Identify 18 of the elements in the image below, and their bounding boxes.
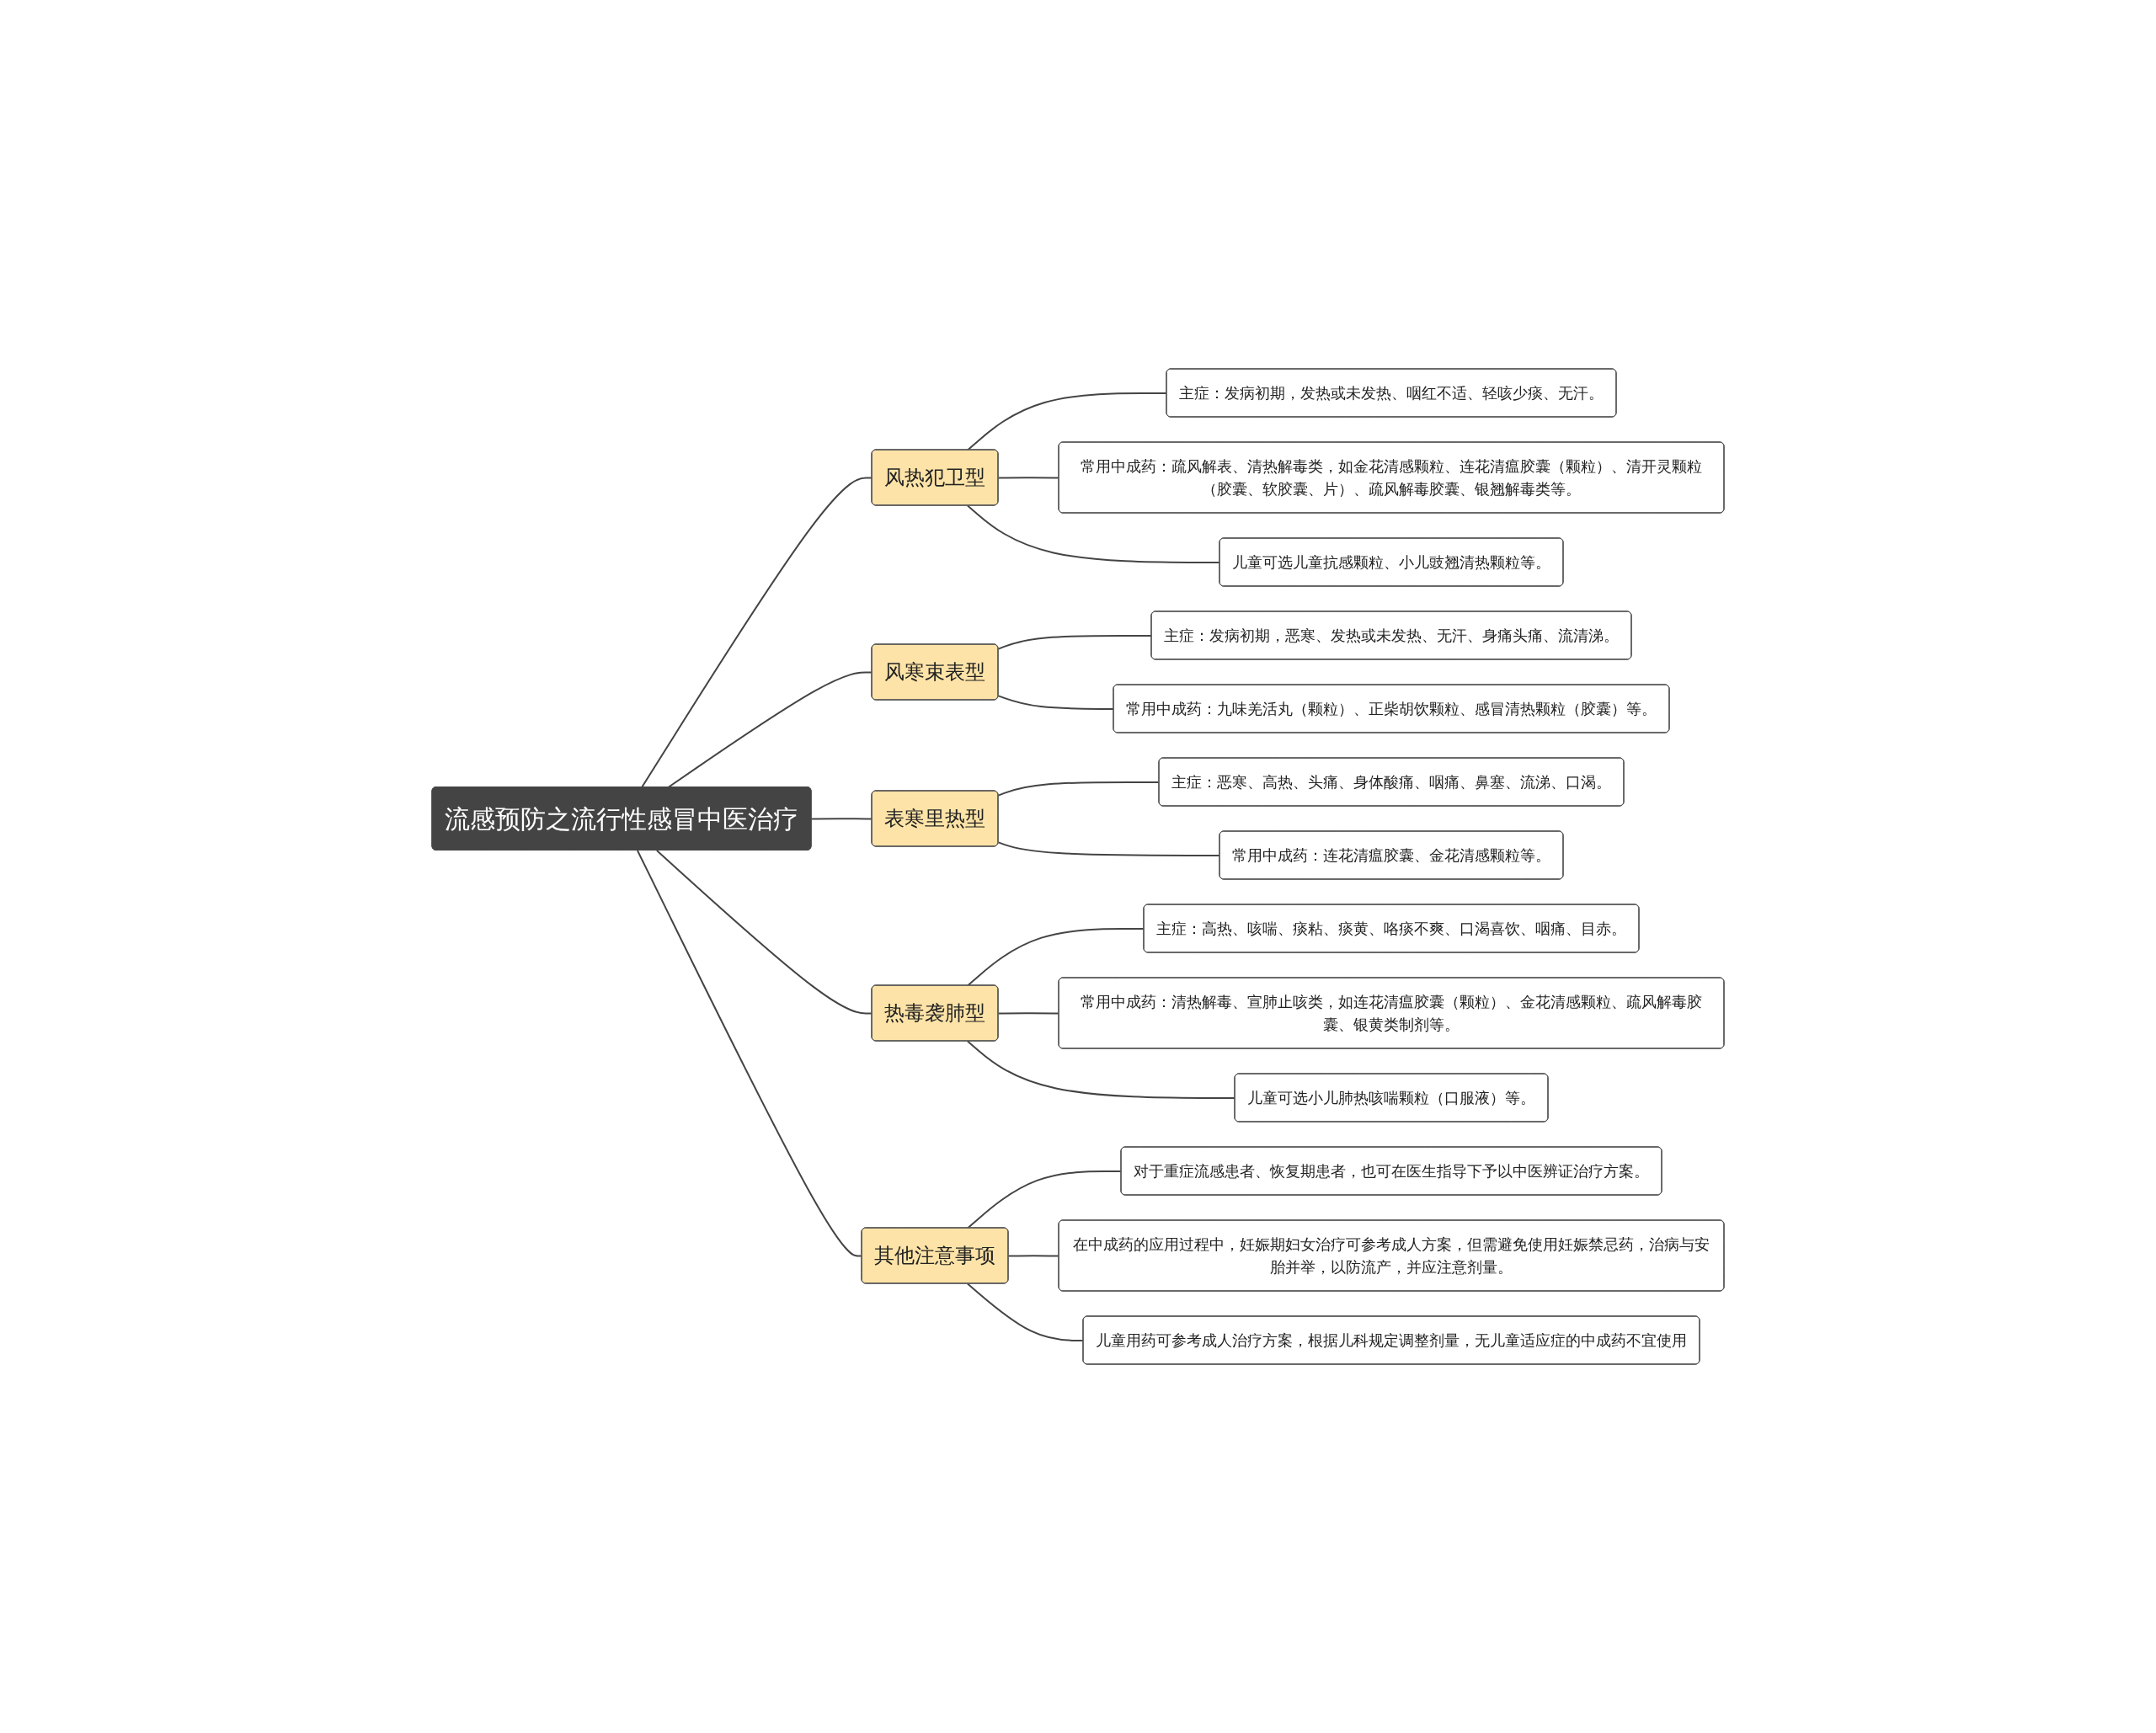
connector bbox=[997, 634, 1153, 650]
connector bbox=[641, 477, 873, 788]
connector bbox=[966, 927, 1145, 987]
connector bbox=[997, 695, 1115, 710]
connector bbox=[655, 850, 873, 1015]
connector bbox=[997, 841, 1221, 856]
connector bbox=[966, 504, 1221, 563]
connector bbox=[966, 1040, 1236, 1099]
connector bbox=[1007, 1255, 1060, 1257]
connector bbox=[997, 477, 1060, 479]
connector bbox=[997, 1012, 1060, 1015]
connector bbox=[966, 392, 1168, 451]
connector bbox=[667, 671, 873, 788]
connector bbox=[997, 781, 1161, 797]
connector bbox=[966, 1282, 1085, 1341]
connector bbox=[636, 850, 863, 1257]
connector bbox=[810, 818, 873, 820]
connector bbox=[966, 1170, 1123, 1229]
